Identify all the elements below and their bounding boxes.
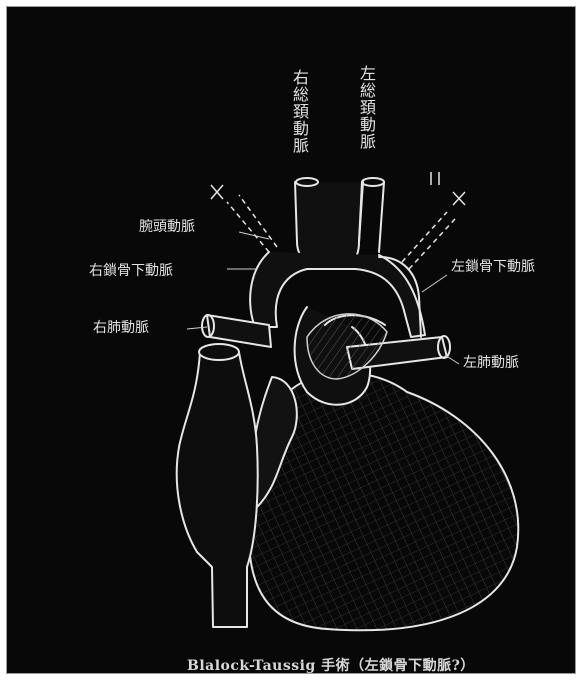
illustration-frame: 右総頚動脈 左総頚動脈 腕頭動脈 右鎖骨下動脈 右肺動脈 左鎖骨下動脈 左肺動脈… <box>6 6 576 674</box>
figure-caption: Blalock-Taussig 手術（左鎖骨下動脈?） <box>187 655 475 674</box>
vena-cava-opening <box>199 344 239 360</box>
label-left-common-carotid: 左総頚動脈 <box>359 65 377 150</box>
superior-vena-cava <box>177 352 258 627</box>
left-carotid-end <box>362 178 384 186</box>
label-brachiocephalic: 腕頭動脈 <box>139 219 195 235</box>
label-right-common-carotid: 右総頚動脈 <box>292 69 310 154</box>
label-left-subclavian: 左鎖骨下動脈 <box>451 259 535 275</box>
label-right-pulmonary: 右肺動脈 <box>93 320 149 336</box>
label-left-pulmonary: 左肺動脈 <box>463 355 519 371</box>
label-right-subclavian: 右鎖骨下動脈 <box>89 263 173 279</box>
